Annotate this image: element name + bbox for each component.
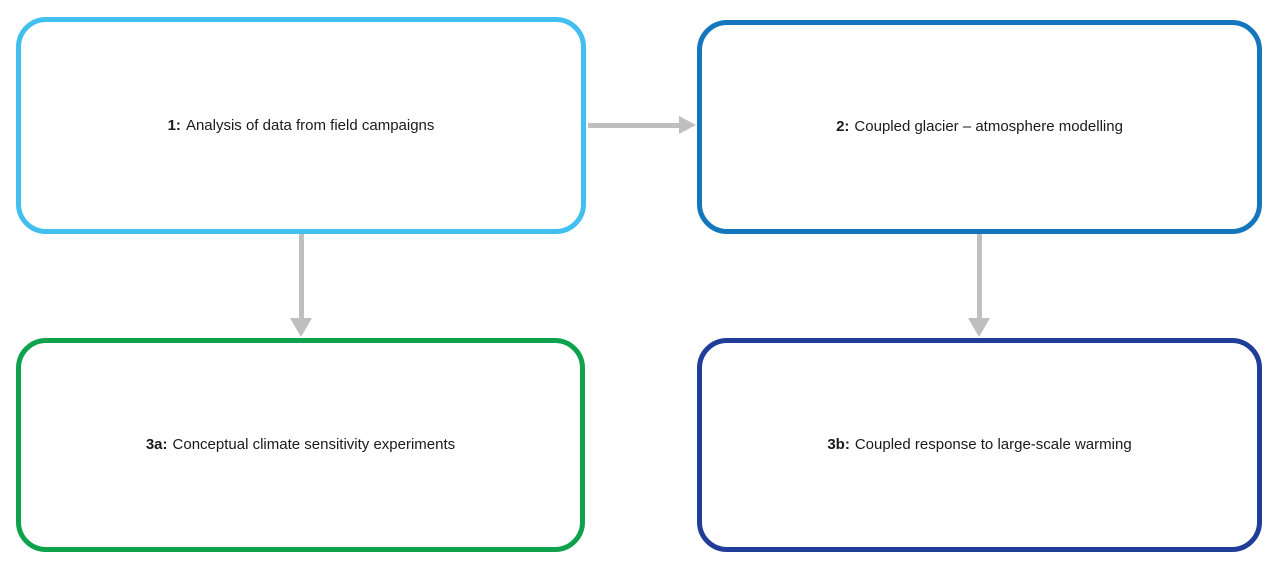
arrow-head — [290, 318, 312, 337]
arrow-right-icon — [588, 116, 696, 134]
flow-box-3a-text: 3a:Conceptual climate sensitivity experi… — [116, 436, 485, 454]
flow-box-3a: 3a:Conceptual climate sensitivity experi… — [16, 338, 585, 552]
flow-box-3b-number: 3b: — [827, 436, 850, 453]
flow-box-1: 1:Analysis of data from field campaigns — [16, 17, 586, 234]
arrow-head — [968, 318, 990, 337]
flow-box-3b-description: Coupled response to large-scale warming — [854, 436, 1132, 453]
arrow-down-icon — [290, 234, 312, 337]
flow-box-2-text: 2:Coupled glacier – atmosphere modelling — [806, 118, 1153, 136]
arrow-shaft — [588, 122, 679, 128]
arrow-shaft — [298, 234, 304, 318]
flow-box-1-number: 1: — [167, 116, 181, 134]
arrow-shaft — [976, 234, 982, 318]
flow-box-2: 2:Coupled glacier – atmosphere modelling — [697, 20, 1262, 234]
flow-box-3a-description: Conceptual climate sensitivity experimen… — [172, 436, 456, 453]
flow-box-2-number: 2: — [836, 118, 850, 135]
flow-box-3a-number: 3a: — [145, 436, 168, 453]
flow-box-2-description: Coupled glacier – atmosphere modelling — [854, 118, 1123, 135]
arrow-down-icon — [968, 234, 990, 337]
flow-box-1-description: Analysis of data from field campaigns — [185, 116, 435, 134]
flow-box-3b: 3b:Coupled response to large-scale warmi… — [697, 338, 1262, 552]
flow-box-3b-text: 3b:Coupled response to large-scale warmi… — [797, 436, 1161, 454]
arrow-head — [679, 116, 696, 134]
flow-box-1-text: 1:Analysis of data from field campaigns — [138, 117, 465, 135]
